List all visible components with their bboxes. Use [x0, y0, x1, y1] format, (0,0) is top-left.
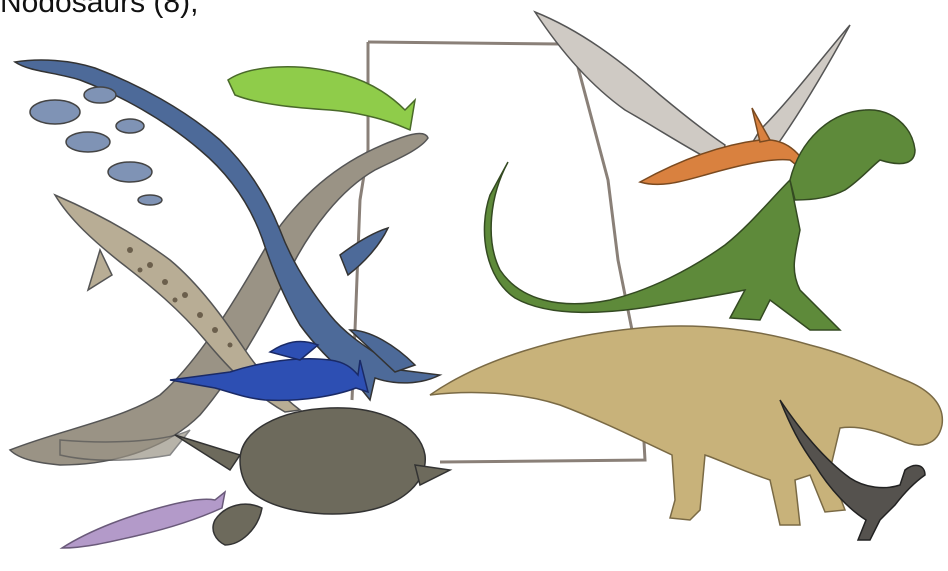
sea-turtle-icon [175, 408, 450, 545]
shark-icon [62, 492, 225, 548]
bony-fish-icon [228, 67, 415, 130]
